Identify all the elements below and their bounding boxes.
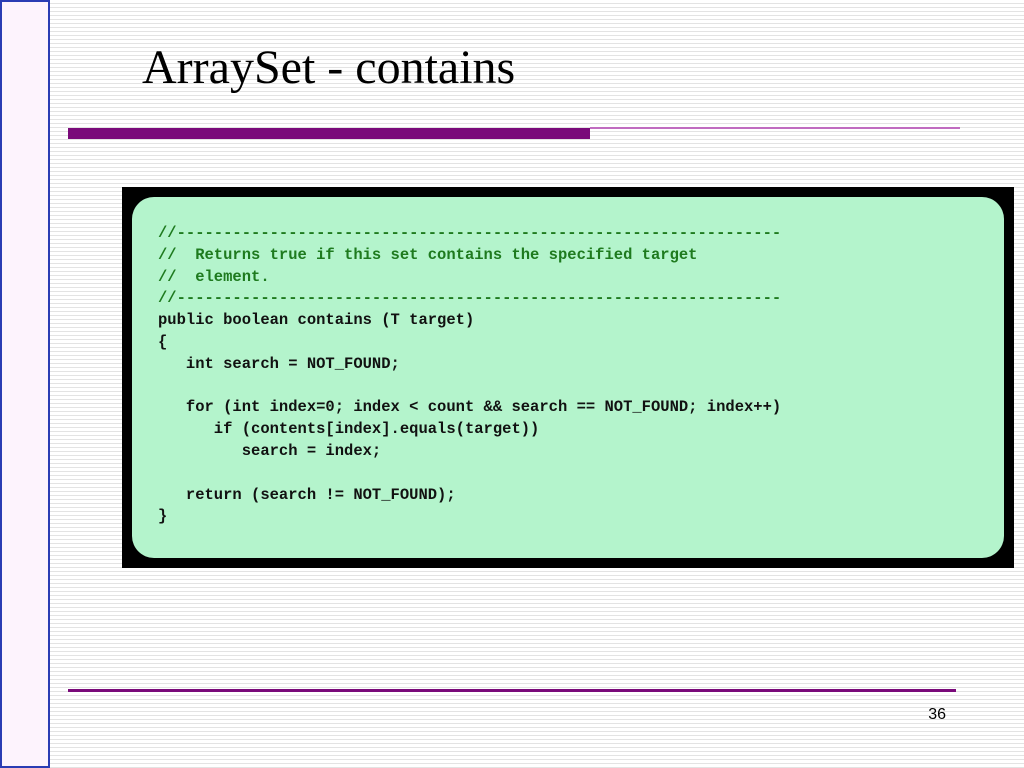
title-rule-thin	[590, 127, 960, 129]
code-line: }	[158, 507, 168, 526]
code-line: search = index;	[158, 441, 382, 460]
code-block: //--------------------------------------…	[158, 223, 781, 528]
code-line	[158, 376, 781, 398]
code-line	[158, 463, 781, 485]
code-line: if (contents[index].equals(target))	[158, 420, 540, 439]
code-line: public boolean contains (T target)	[158, 311, 475, 330]
page-number: 36	[928, 706, 946, 723]
code-line: for (int index=0; index < count && searc…	[158, 398, 782, 417]
title-rule-thick	[68, 128, 590, 139]
code-panel: //--------------------------------------…	[132, 197, 1004, 558]
code-line: // Returns true if this set contains the…	[158, 245, 698, 264]
code-line: // element.	[158, 267, 270, 286]
code-line: return (search != NOT_FOUND);	[158, 485, 456, 504]
code-line: //--------------------------------------…	[158, 224, 782, 242]
left-sidebar-bar	[0, 0, 50, 768]
code-line: int search = NOT_FOUND;	[158, 354, 400, 373]
code-frame: //--------------------------------------…	[122, 187, 1014, 568]
code-line: //--------------------------------------…	[158, 289, 782, 308]
code-line: {	[158, 332, 168, 351]
footer-rule	[68, 689, 956, 692]
slide-title: ArraySet - contains	[142, 41, 516, 94]
